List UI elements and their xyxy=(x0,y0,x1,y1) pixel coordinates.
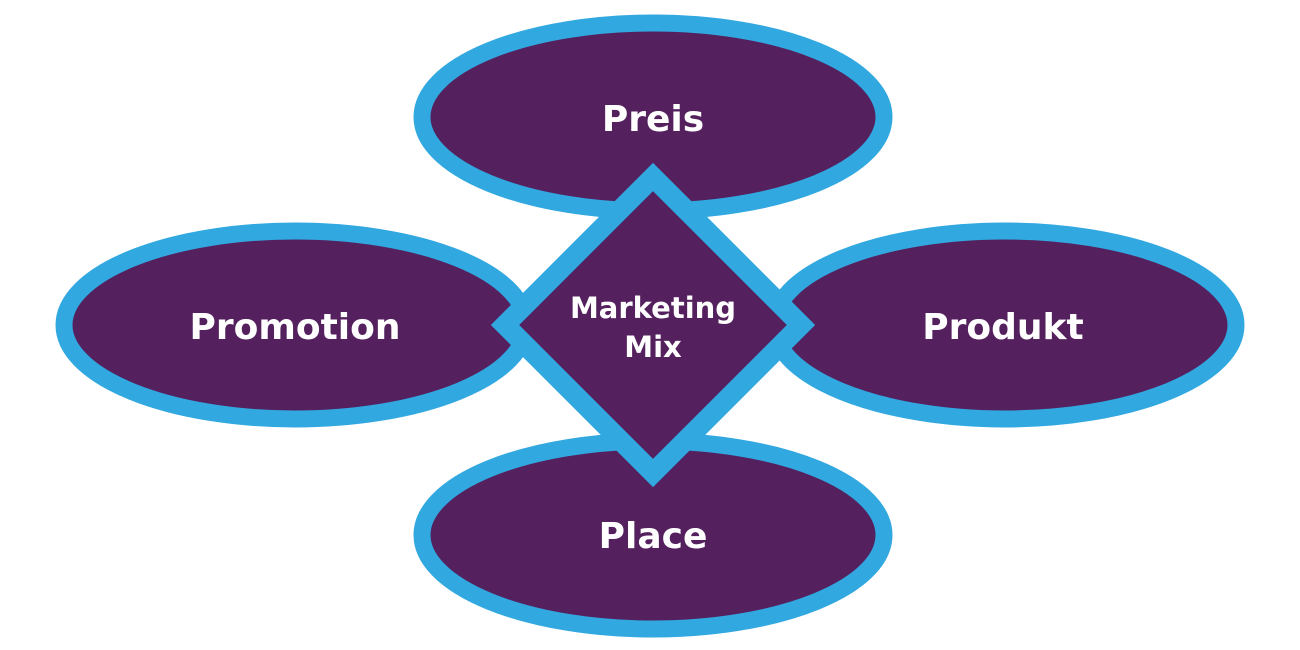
node-produkt: Produkt xyxy=(765,222,1245,428)
center-label-line2: Mix xyxy=(624,330,682,364)
center-diamond xyxy=(490,162,816,488)
node-promotion: Promotion xyxy=(55,222,535,428)
node-preis: Preis xyxy=(413,14,893,220)
center-label-line1: Marketing xyxy=(570,291,736,325)
node-preis-label: Preis xyxy=(602,99,704,140)
node-produkt-label: Produkt xyxy=(922,307,1083,348)
node-place: Place xyxy=(413,432,893,638)
center-node: Marketing Mix xyxy=(490,162,816,488)
node-place-label: Place xyxy=(599,516,708,557)
node-promotion-label: Promotion xyxy=(189,307,400,348)
